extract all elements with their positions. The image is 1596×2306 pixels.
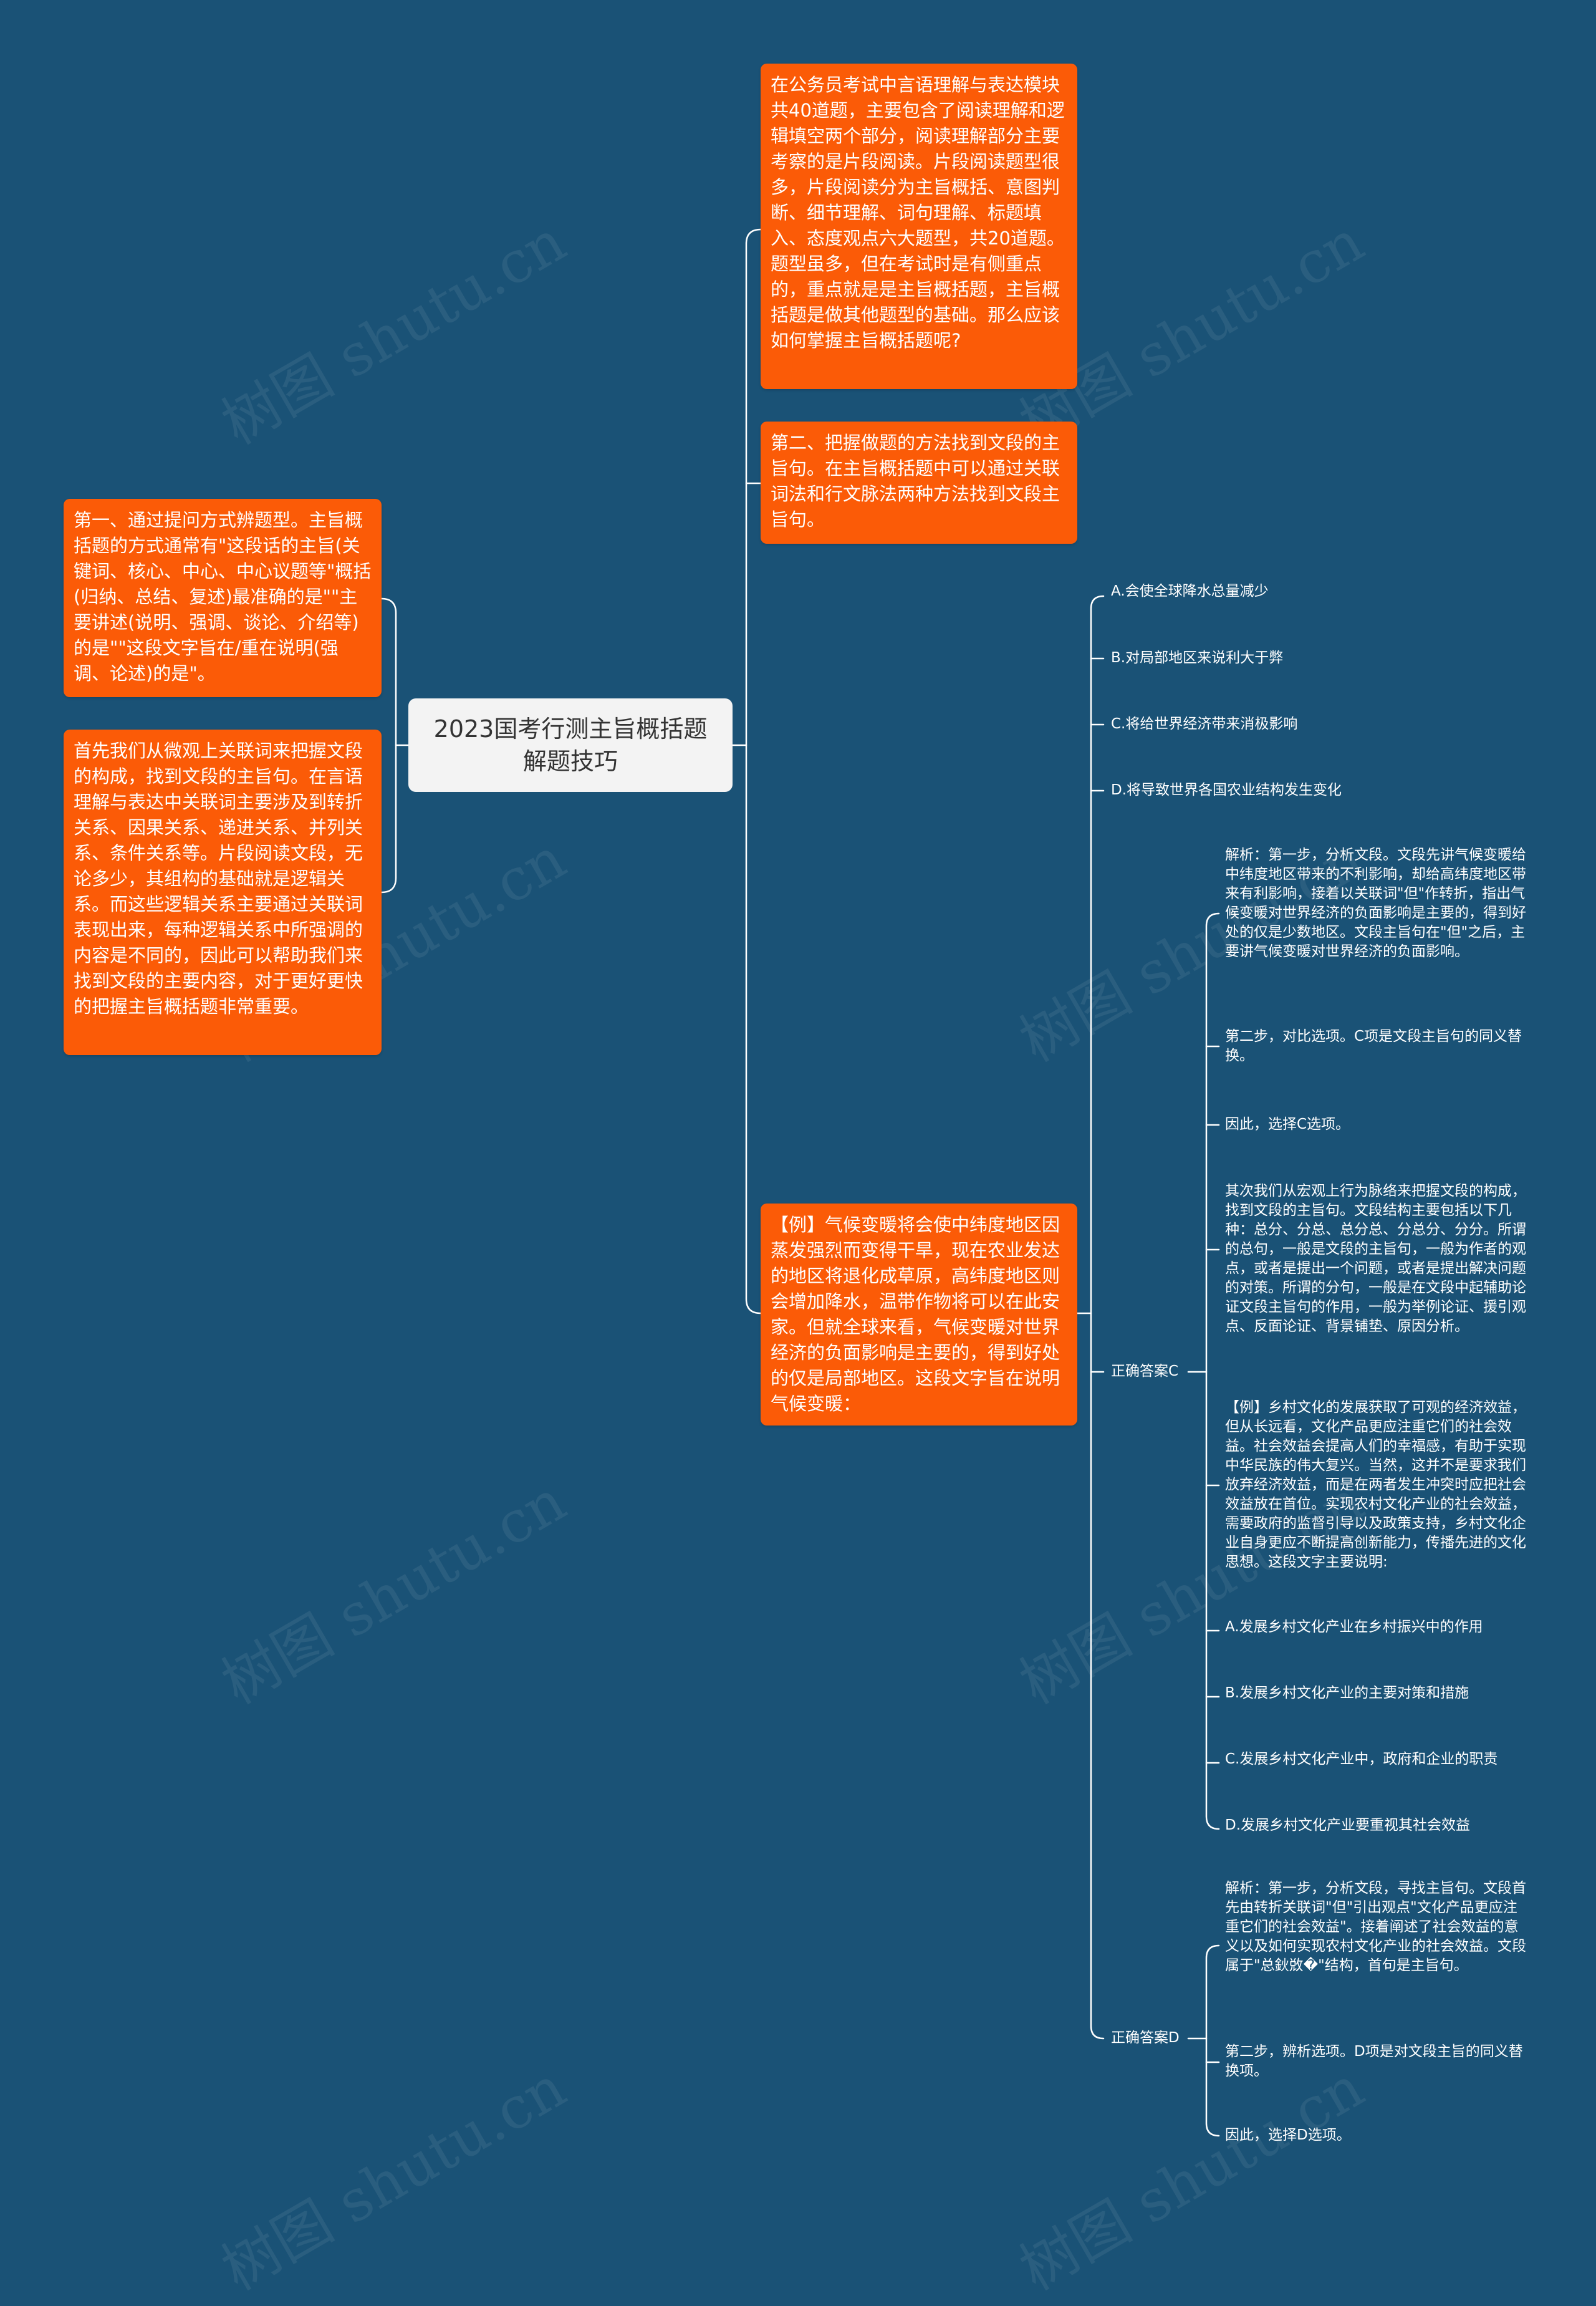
leaf-text: 第二步，辨析选项。D项是对文段主旨的同义替换项。 [1225, 2043, 1523, 2079]
option-text: C.将给世界经济带来消极影响 [1111, 716, 1298, 732]
leaf-text: 其次我们从宏观上行为脉络来把握文段的构成，找到文段的主旨句。文段结构主要包括以下… [1225, 1183, 1526, 1334]
leaf-text: A.发展乡村文化产业在乡村振兴中的作用 [1225, 1619, 1483, 1635]
option-d[interactable]: D.将导致世界各国农业结构发生变化 [1111, 781, 1342, 800]
option-text: A.会使全球降水总量减少 [1111, 583, 1269, 599]
option-text: B.对局部地区来说利大于弊 [1111, 650, 1284, 666]
leaf-text: B.发展乡村文化产业的主要对策和措施 [1225, 1685, 1469, 1701]
left-node-question-type[interactable]: 第一、通过提问方式辨题型。主旨概括题的方式通常有"这段话的主旨(关键词、核心、中… [64, 499, 382, 697]
answer-c-step2[interactable]: 第二步，对比选项。C项是文段主旨句的同义替换。 [1225, 1027, 1531, 1066]
answer-d-label[interactable]: 正确答案D [1111, 2029, 1180, 2048]
answer-c-conclusion[interactable]: 因此，选择C选项。 [1225, 1115, 1350, 1134]
answer-c-example2[interactable]: 【例】乡村文化的发展获取了可观的经济效益，但从长远看，文化产品更应注重它们的社会… [1225, 1398, 1531, 1572]
answer-label-text: 正确答案C [1111, 1363, 1179, 1379]
leaf-text: 解析：第一步，分析文段，寻找主旨句。文段首先由转折关联词"但"引出观点"文化产品… [1225, 1880, 1526, 1974]
answer-d-conclusion[interactable]: 因此，选择D选项。 [1225, 2126, 1351, 2145]
option-a[interactable]: A.会使全球降水总量减少 [1111, 582, 1269, 601]
option-text: D.将导致世界各国农业结构发生变化 [1111, 782, 1342, 798]
central-topic-title: 2023国考行测主旨概括题解题技巧 [433, 715, 708, 775]
left-node-conjunctions[interactable]: 首先我们从微观上关联词来把握文段的构成，找到文段的主旨句。在言语理解与表达中关联… [64, 730, 382, 1055]
answer-label-text: 正确答案D [1111, 2030, 1180, 2046]
node-text: 在公务员考试中言语理解与表达模块共40道题，主要包含了阅读理解和逻辑填空两个部分… [771, 74, 1065, 351]
leaf-text: 第二步，对比选项。C项是文段主旨句的同义替换。 [1225, 1028, 1522, 1064]
answer-c-option-c[interactable]: C.发展乡村文化产业中，政府和企业的职责 [1225, 1750, 1497, 1769]
option-b[interactable]: B.对局部地区来说利大于弊 [1111, 649, 1283, 668]
connector-bracket-options [1090, 595, 1105, 2040]
node-text: 第二、把握做题的方法找到文段的主旨句。在主旨概括题中可以通过关联词法和行文脉法两… [771, 432, 1060, 530]
central-topic[interactable]: 2023国考行测主旨概括题解题技巧 [408, 698, 733, 792]
leaf-text: 因此，选择C选项。 [1225, 1116, 1350, 1132]
node-text: 【例】气候变暖将会使中纬度地区因蒸发强烈而变得干旱，现在农业发达的地区将退化成草… [771, 1214, 1060, 1414]
leaf-text: 解析：第一步，分析文段。文段先讲气候变暖给中纬度地区带来的不利影响，却给高纬度地… [1225, 847, 1526, 960]
connector-bracket-answer-d [1205, 1944, 1220, 2137]
answer-d-step2[interactable]: 第二步，辨析选项。D项是对文段主旨的同义替换项。 [1225, 2042, 1531, 2081]
answer-c-label[interactable]: 正确答案C [1111, 1362, 1178, 1381]
right-node-second-method[interactable]: 第二、把握做题的方法找到文段的主旨句。在主旨概括题中可以通过关联词法和行文脉法两… [761, 422, 1077, 544]
leaf-text: 【例】乡村文化的发展获取了可观的经济效益，但从长远看，文化产品更应注重它们的社会… [1225, 1399, 1526, 1570]
right-node-intro[interactable]: 在公务员考试中言语理解与表达模块共40道题，主要包含了阅读理解和逻辑填空两个部分… [761, 64, 1077, 389]
option-c[interactable]: C.将给世界经济带来消极影响 [1111, 715, 1297, 734]
answer-c-analysis[interactable]: 解析：第一步，分析文段。文段先讲气候变暖给中纬度地区带来的不利影响，却给高纬度地… [1225, 846, 1531, 962]
node-text: 第一、通过提问方式辨题型。主旨概括题的方式通常有"这段话的主旨(关键词、核心、中… [74, 509, 372, 684]
connector-bracket-right [745, 228, 762, 1315]
connector-bracket-answer-c [1205, 912, 1220, 1830]
leaf-text: D.发展乡村文化产业要重视其社会效益 [1225, 1817, 1471, 1833]
leaf-text: 因此，选择D选项。 [1225, 2127, 1351, 2143]
answer-c-option-a[interactable]: A.发展乡村文化产业在乡村振兴中的作用 [1225, 1618, 1483, 1637]
connector-bracket-left [380, 597, 397, 894]
leaf-text: C.发展乡村文化产业中，政府和企业的职责 [1225, 1751, 1498, 1767]
right-node-example[interactable]: 【例】气候变暖将会使中纬度地区因蒸发强烈而变得干旱，现在农业发达的地区将退化成草… [761, 1204, 1077, 1426]
answer-c-option-d[interactable]: D.发展乡村文化产业要重视其社会效益 [1225, 1816, 1470, 1835]
answer-c-macro-structure[interactable]: 其次我们从宏观上行为脉络来把握文段的构成，找到文段的主旨句。文段结构主要包括以下… [1225, 1182, 1531, 1336]
node-text: 首先我们从微观上关联词来把握文段的构成，找到文段的主旨句。在言语理解与表达中关联… [74, 740, 363, 1017]
answer-c-option-b[interactable]: B.发展乡村文化产业的主要对策和措施 [1225, 1684, 1469, 1703]
connector-lines [380, 228, 1220, 2137]
answer-d-analysis[interactable]: 解析：第一步，分析文段，寻找主旨句。文段首先由转折关联词"但"引出观点"文化产品… [1225, 1879, 1531, 1976]
